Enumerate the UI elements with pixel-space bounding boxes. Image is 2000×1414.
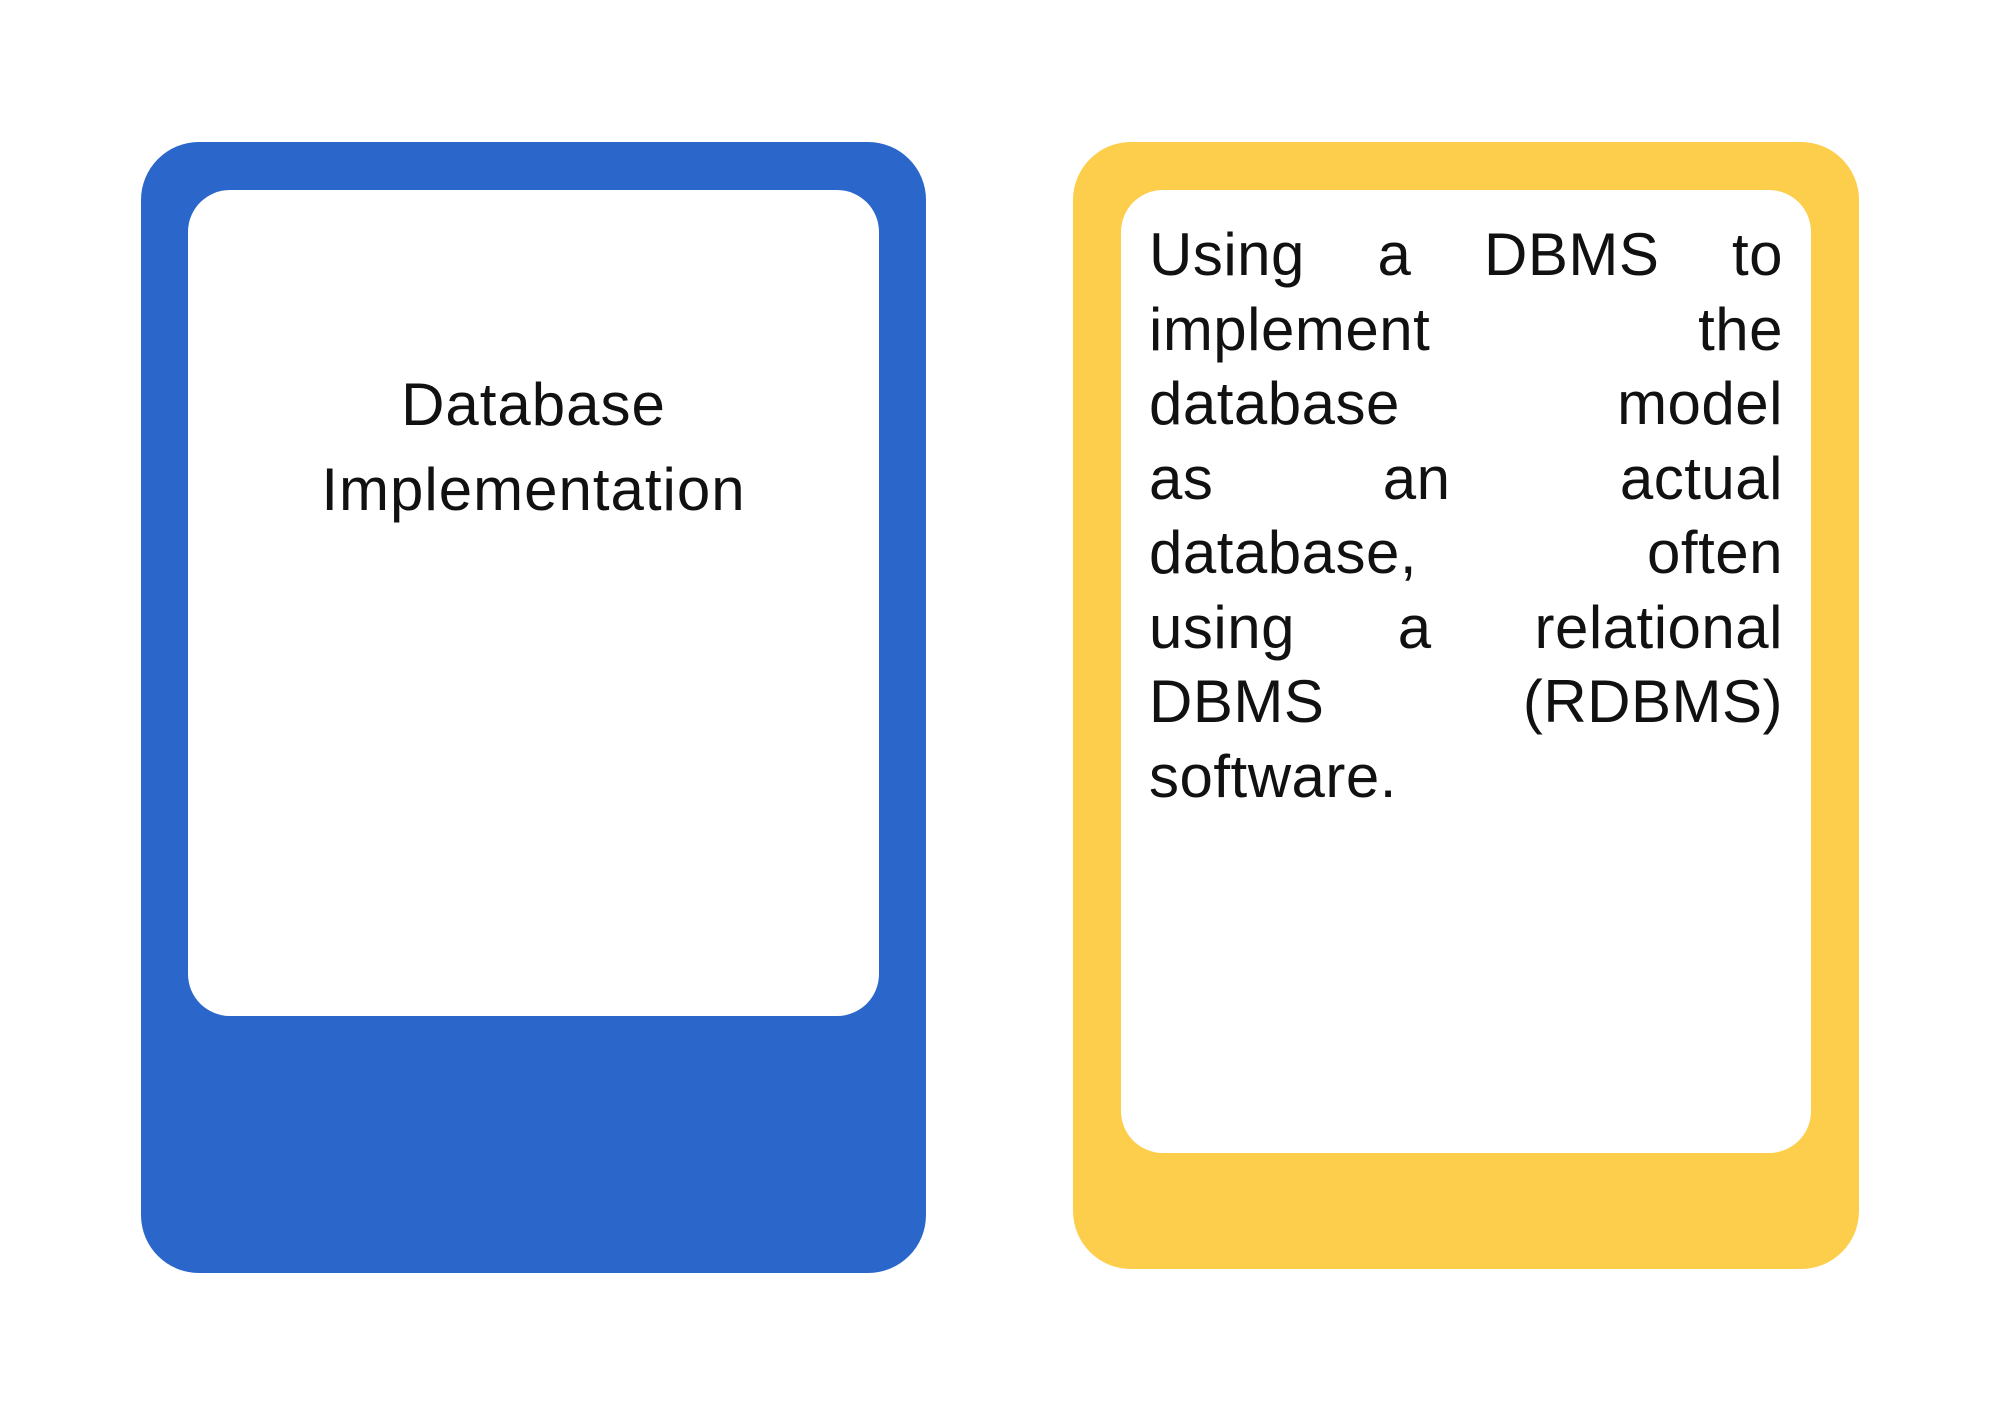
definition-line: database model xyxy=(1149,370,1783,437)
definition-line: Using a DBMS to xyxy=(1149,221,1783,288)
definition-line: implement the xyxy=(1149,295,1783,363)
definition-line: DBMS (RDBMS) xyxy=(1149,668,1783,735)
flashcard-front: Database Implementation xyxy=(141,142,926,1273)
flashcard-back: Using a DBMS to implement the database m… xyxy=(1073,142,1859,1269)
definition-line: as an actual xyxy=(1149,444,1783,512)
flashcard-front-panel: Database Implementation xyxy=(188,190,879,1016)
flashcard-back-panel: Using a DBMS to implement the database m… xyxy=(1121,190,1811,1153)
flashcard-term: Database Implementation xyxy=(321,371,746,523)
definition-line: using a relational xyxy=(1149,593,1783,661)
definition-line: software. xyxy=(1149,742,1397,810)
definition-line: database, often xyxy=(1149,519,1783,586)
